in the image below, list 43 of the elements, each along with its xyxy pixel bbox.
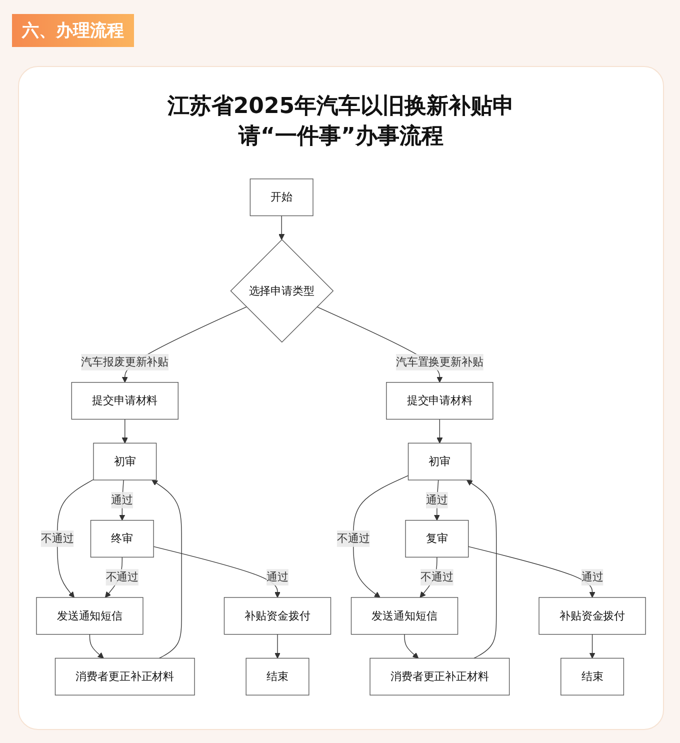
- arrow: [122, 418, 128, 444]
- node-box: [93, 442, 157, 480]
- node-box: [370, 658, 510, 696]
- title: 江苏省2025年汽车以旧换新补贴申请“一件事”办事流程: [166, 93, 516, 151]
- arrow: [119, 480, 126, 521]
- arrow: [274, 634, 280, 658]
- edge-label: 通过: [266, 570, 288, 584]
- node-box: [90, 520, 154, 558]
- edge-label: 不通过: [420, 570, 454, 584]
- card-background: 江苏省2025年汽车以旧换新补贴申请“一件事”办事流程 汽车报废更新补贴 汽车置换更新补贴 通过 不通过 不通过 通过 通过 不通过 不通过 通过 开始 选择申请类型 提交申请材料 初审 终审 发送通知短信 补贴资金拨付 消费者更正补正材料 结束 提交申请材料 初审 复审 发送通知短信 补贴资金拨付 消费者更正补正材料 结束: [18, 66, 664, 730]
- node-box: [405, 520, 469, 558]
- node-box: [54, 658, 195, 696]
- edge-label: 不通过: [336, 532, 370, 545]
- node-box: [36, 597, 144, 635]
- node-box: [350, 597, 458, 635]
- arrow: [404, 634, 419, 658]
- arrow: [436, 418, 443, 444]
- edge-label: 通过: [426, 493, 448, 506]
- node-diamond: [230, 239, 334, 343]
- node-box: [246, 658, 310, 696]
- arrow: [152, 480, 182, 659]
- edge-label: 汽车置换更新补贴: [396, 355, 484, 368]
- arrow: [589, 634, 596, 658]
- arrow: [278, 215, 285, 240]
- edge-label: 不通过: [106, 570, 139, 584]
- edge-label: 汽车报废更新补贴: [81, 355, 169, 368]
- arrow: [466, 480, 497, 659]
- arrow: [468, 546, 596, 598]
- node-box: [408, 442, 472, 480]
- node-box: [71, 382, 178, 420]
- arrow: [434, 480, 440, 521]
- edge-label: 通过: [111, 493, 134, 506]
- arrow: [153, 546, 280, 598]
- edge-label: 不通过: [40, 532, 74, 545]
- node-box: [560, 658, 624, 696]
- node-box: [538, 597, 646, 635]
- node-box: [224, 597, 332, 635]
- arrow: [352, 475, 409, 598]
- node-box: [386, 382, 494, 420]
- arrow: [89, 634, 104, 658]
- node-box: [250, 178, 314, 216]
- section-heading: 六、办理流程: [12, 14, 134, 47]
- edge-label: 通过: [581, 570, 604, 584]
